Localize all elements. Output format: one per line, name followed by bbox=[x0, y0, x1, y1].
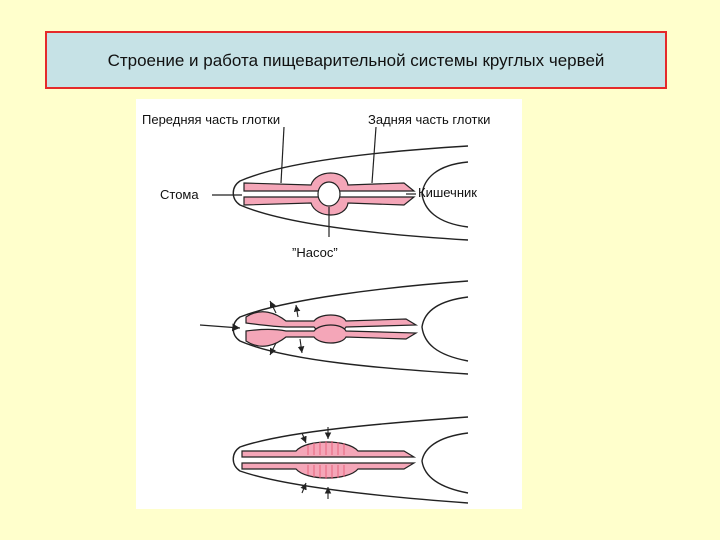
slide-title: Строение и работа пищеварительной систем… bbox=[107, 50, 605, 70]
body-outline-3 bbox=[232, 416, 469, 504]
muscle-arrow-2 bbox=[293, 304, 301, 318]
muscle-arrow-3 bbox=[269, 342, 277, 356]
intestine-outline-2 bbox=[421, 296, 469, 362]
panel-anatomy: Передняя часть глотки Задняя часть глотк… bbox=[142, 112, 490, 260]
label-pump: ”Насос” bbox=[292, 245, 338, 260]
pharynx-diagram: Передняя часть глотки Задняя часть глотк… bbox=[142, 112, 490, 504]
muscle-arrow-4 bbox=[297, 338, 305, 354]
label-anterior-pharynx: Передняя часть глотки bbox=[142, 112, 280, 127]
pharynx-upper-3 bbox=[241, 441, 417, 458]
food-inflow-arrow bbox=[199, 323, 241, 332]
leader-anterior bbox=[280, 126, 285, 184]
compress-arrow-3 bbox=[300, 482, 307, 494]
slide-title-box: Строение и работа пищеварительной систем… bbox=[45, 31, 667, 89]
bulb-lumen-1 bbox=[317, 181, 341, 207]
panel-suction bbox=[199, 280, 469, 375]
leader-posterior bbox=[371, 126, 377, 184]
panel-contraction bbox=[232, 416, 469, 504]
body-outline-2 bbox=[232, 280, 469, 375]
muscle-bands-3 bbox=[307, 441, 345, 479]
nematode-pharynx-figure: Передняя часть глотки Задняя часть глотк… bbox=[136, 99, 522, 509]
label-stoma: Стома bbox=[160, 187, 199, 202]
pharynx-lower-2 bbox=[245, 324, 419, 347]
compress-arrow-1 bbox=[300, 432, 307, 444]
muscle-arrow-1 bbox=[269, 300, 277, 314]
label-posterior-pharynx: Задняя часть глотки bbox=[368, 112, 490, 127]
intestine-outline-1 bbox=[421, 161, 469, 228]
intestine-outline-3 bbox=[421, 432, 469, 494]
pharynx-lower-3 bbox=[241, 462, 417, 479]
label-intestine: Кишечник bbox=[418, 185, 477, 200]
body-outline-1 bbox=[232, 145, 469, 241]
pharynx-upper-2 bbox=[245, 311, 419, 334]
